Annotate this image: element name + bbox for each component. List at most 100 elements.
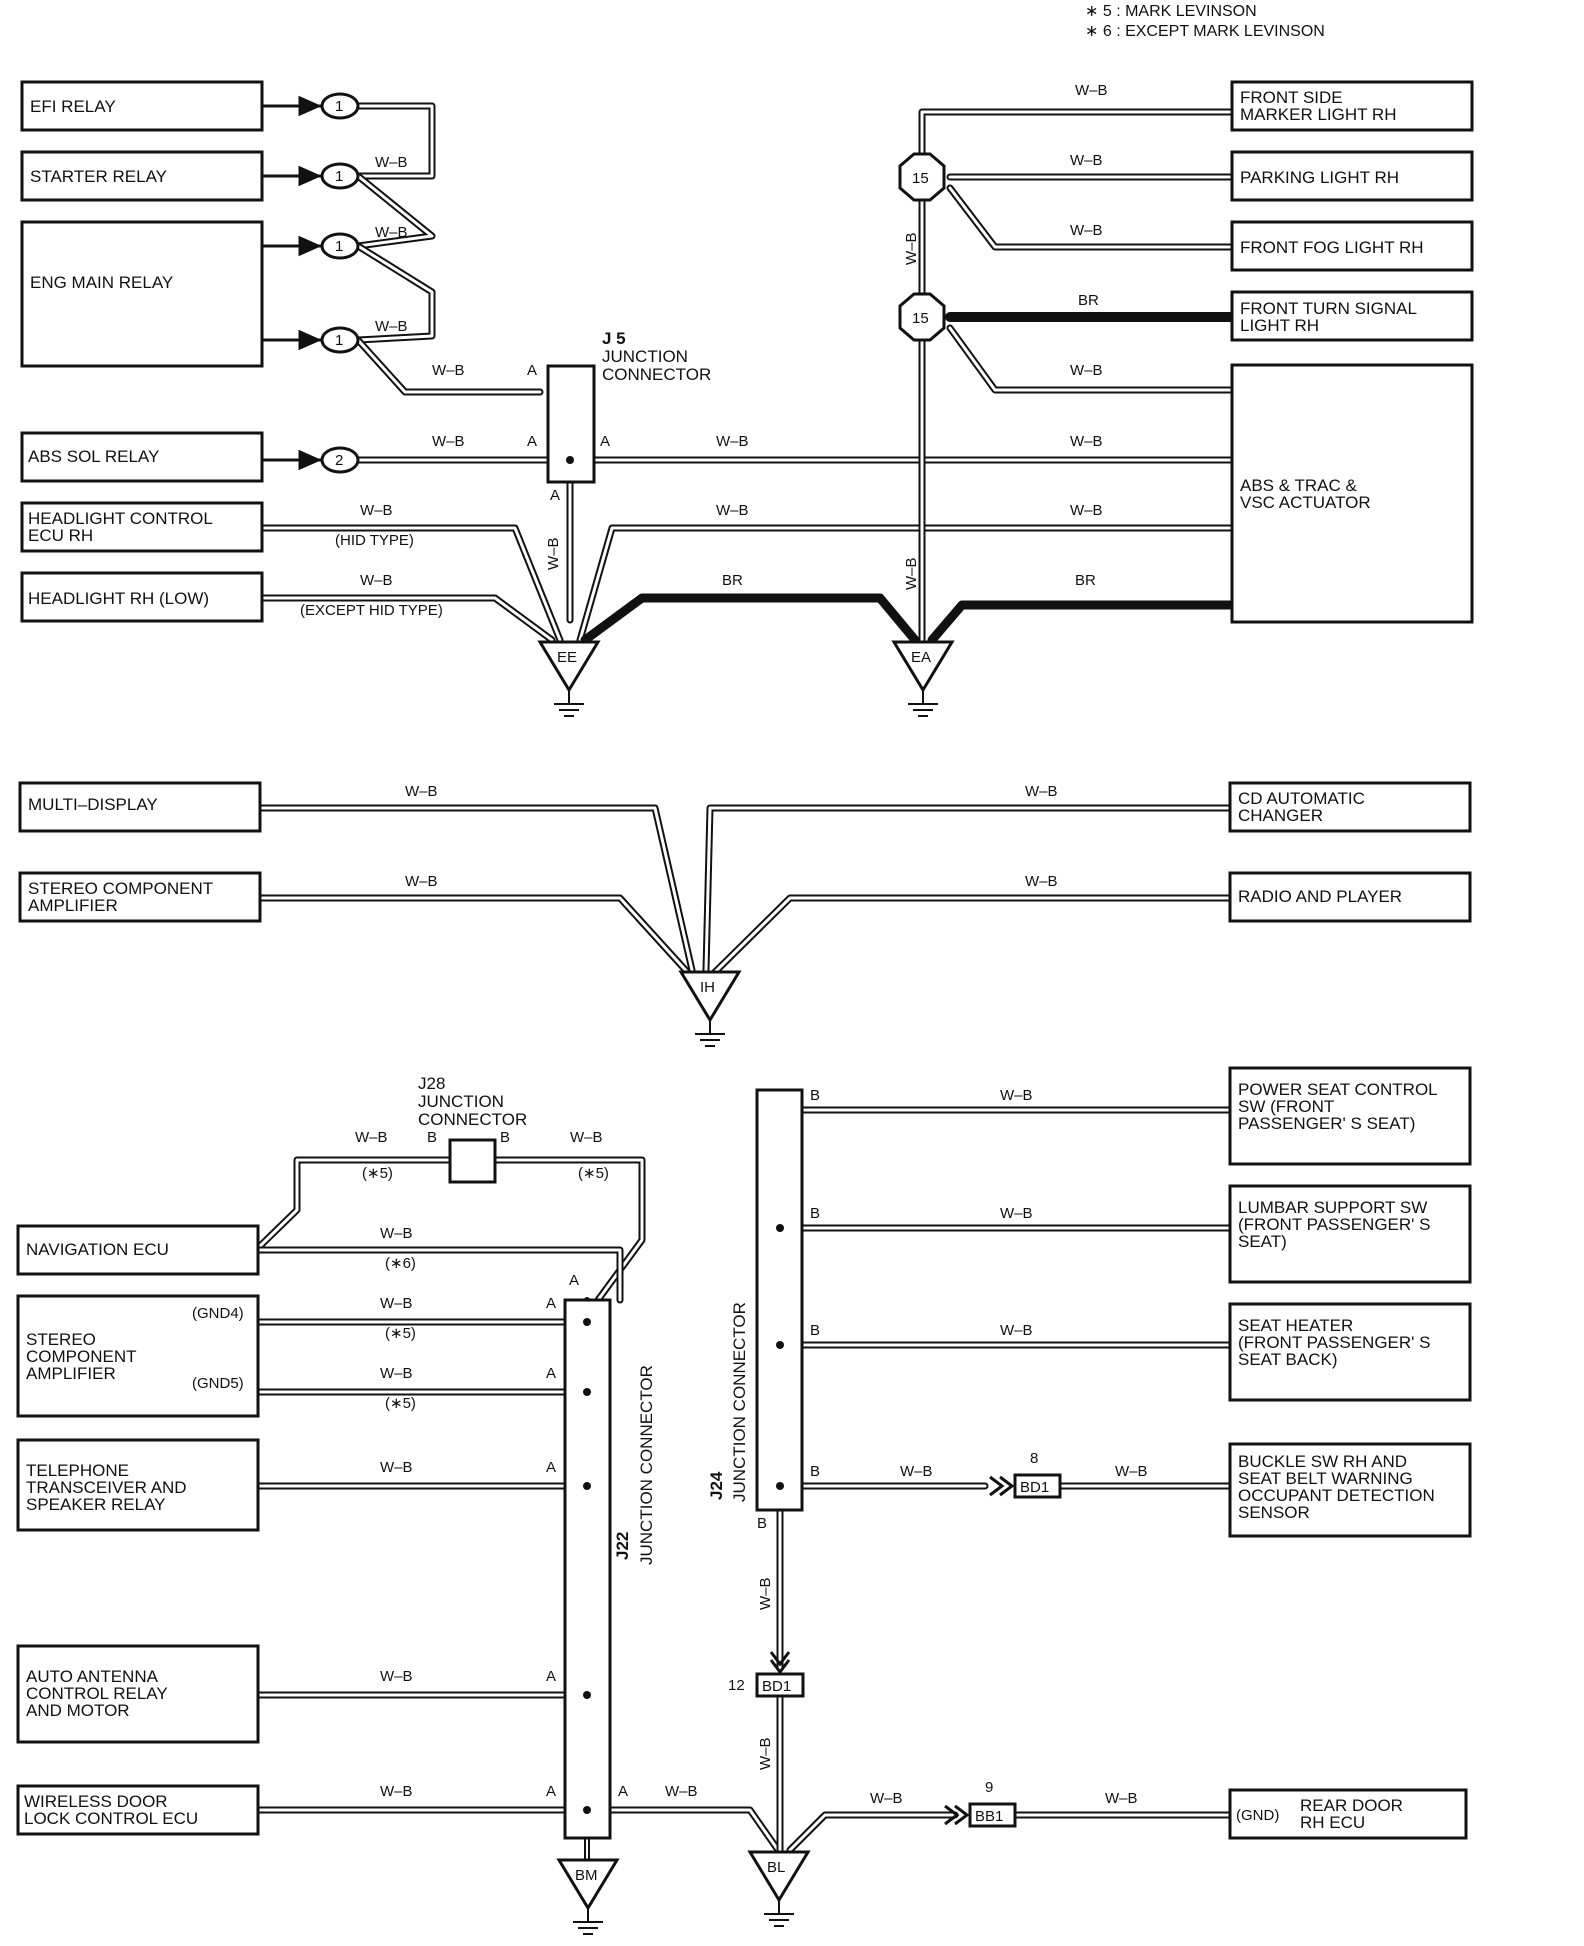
cd-changer-label-2: CHANGER bbox=[1238, 806, 1323, 825]
front-side-marker-label-1: FRONT SIDE bbox=[1240, 88, 1343, 107]
pin-label: A bbox=[600, 433, 610, 450]
stereo-amp-2-label-2: COMPONENT bbox=[26, 1347, 137, 1366]
headlight-control-label-1: HEADLIGHT CONTROL bbox=[28, 509, 213, 528]
pin-label: B bbox=[427, 1129, 437, 1146]
stereo-amp-1-label-1: STEREO COMPONENT bbox=[28, 879, 213, 898]
wire-label: W–B bbox=[545, 537, 562, 570]
pin-label: A bbox=[527, 433, 537, 450]
front-turn-box bbox=[1230, 290, 1474, 342]
wire-label: W–B bbox=[716, 502, 749, 519]
lumbar-label-3: SEAT) bbox=[1238, 1232, 1287, 1251]
cd-changer-box bbox=[1228, 781, 1472, 833]
conn-num-15a: 15 bbox=[912, 170, 929, 187]
telephone-label-3: SPEAKER RELAY bbox=[26, 1495, 166, 1514]
bb1-pin: 9 bbox=[985, 1779, 993, 1796]
parking-light-box bbox=[1230, 150, 1474, 202]
wire-label: W–B bbox=[1025, 783, 1058, 800]
bd1-connector-top bbox=[1013, 1473, 1062, 1499]
j22-label-name: J22 bbox=[613, 1532, 632, 1560]
wire-label: W–B bbox=[380, 1225, 413, 1242]
wire-label: W–B bbox=[1000, 1322, 1033, 1339]
wire-label: W–B bbox=[1075, 82, 1108, 99]
wire-label: W–B bbox=[1070, 433, 1103, 450]
note-except-hid: (EXCEPT HID TYPE) bbox=[300, 602, 443, 619]
power-seat-label-1: POWER SEAT CONTROL bbox=[1238, 1080, 1438, 1099]
wire-label: BR bbox=[1078, 292, 1099, 309]
starter-relay-label: STARTER RELAY bbox=[30, 167, 167, 186]
stereo-amp-2-label-1: STEREO bbox=[26, 1330, 96, 1349]
wire-label: W–B bbox=[1000, 1205, 1033, 1222]
bb1-name: BB1 bbox=[975, 1808, 1003, 1825]
buckle-sw-label-4: SENSOR bbox=[1238, 1503, 1310, 1522]
wire-label: W–B bbox=[380, 1365, 413, 1382]
auto-antenna-label-2: CONTROL RELAY bbox=[26, 1684, 168, 1703]
pin-label: A bbox=[618, 1783, 628, 1800]
wire-label: W–B bbox=[757, 1577, 774, 1610]
wire-label: W–B bbox=[1000, 1087, 1033, 1104]
abs-sol-relay-label: ABS SOL RELAY bbox=[28, 447, 159, 466]
note-gnd: (GND) bbox=[1236, 1807, 1279, 1824]
j24-label-1: JUNCTION CONNECTOR bbox=[730, 1302, 749, 1502]
conn-num-1d: 1 bbox=[335, 332, 343, 349]
j28-label-2: CONNECTOR bbox=[418, 1110, 527, 1129]
pin-label: B bbox=[810, 1087, 820, 1104]
header-note-5: ∗ 5 : MARK LEVINSON bbox=[1085, 3, 1257, 20]
bd1-top-pin: 8 bbox=[1030, 1450, 1038, 1467]
front-fog-label: FRONT FOG LIGHT RH bbox=[1240, 238, 1424, 257]
stereo-amp-2-box bbox=[16, 1294, 260, 1418]
ground-bl bbox=[747, 1850, 811, 1903]
wire-label: W–B bbox=[380, 1783, 413, 1800]
headlight-low-box bbox=[20, 571, 264, 623]
abs-trac-label-1: ABS & TRAC & bbox=[1240, 476, 1357, 495]
auto-antenna-box bbox=[16, 1644, 260, 1744]
wire-label: W–B bbox=[380, 1459, 413, 1476]
conn-num-1c: 1 bbox=[335, 238, 343, 255]
wire-label: W–B bbox=[665, 1783, 698, 1800]
buckle-sw-box bbox=[1228, 1442, 1472, 1538]
ground-label-ih: IH bbox=[700, 979, 715, 996]
wire-label: BR bbox=[1075, 572, 1096, 589]
wire-label: W–B bbox=[757, 1737, 774, 1770]
seat-heater-label-1: SEAT HEATER bbox=[1238, 1316, 1353, 1335]
ground-label-bm: BM bbox=[575, 1867, 598, 1884]
wire-label: W–B bbox=[432, 433, 465, 450]
eng-main-relay-label: ENG MAIN RELAY bbox=[30, 273, 173, 292]
wire-label: W–B bbox=[405, 873, 438, 890]
wire-label: W–B bbox=[1115, 1463, 1148, 1480]
wire-label: W–B bbox=[380, 1295, 413, 1312]
radio-player-box bbox=[1228, 871, 1472, 923]
pin-label: B bbox=[810, 1463, 820, 1480]
wireless-door-label-1: WIRELESS DOOR bbox=[24, 1792, 168, 1811]
wire-label: W–B bbox=[360, 572, 393, 589]
j24-label-name: J24 bbox=[707, 1471, 726, 1500]
telephone-label-1: TELEPHONE bbox=[26, 1461, 129, 1480]
front-turn-label-1: FRONT TURN SIGNAL bbox=[1240, 299, 1417, 318]
bd1-top-name: BD1 bbox=[1020, 1479, 1049, 1496]
wire-label: BR bbox=[722, 572, 743, 589]
pin-label: B bbox=[500, 1129, 510, 1146]
pin-label: B bbox=[810, 1205, 820, 1222]
wire-label: W–B bbox=[405, 783, 438, 800]
wire-label: W–B bbox=[1070, 502, 1103, 519]
bd1-mid-pin: 12 bbox=[728, 1677, 745, 1694]
j22-junction-block bbox=[563, 1298, 612, 1840]
front-turn-label-2: LIGHT RH bbox=[1240, 316, 1319, 335]
bd1-mid-name: BD1 bbox=[762, 1678, 791, 1695]
wire-label: W–B bbox=[360, 502, 393, 519]
conn-num-2: 2 bbox=[335, 452, 343, 469]
conn-num-15b: 15 bbox=[912, 310, 929, 327]
note-5: (∗5) bbox=[385, 1325, 416, 1342]
wire-label: W–B bbox=[900, 1463, 933, 1480]
parking-light-label: PARKING LIGHT RH bbox=[1240, 168, 1399, 187]
note-5: (∗5) bbox=[578, 1165, 609, 1182]
cd-changer-label-1: CD AUTOMATIC bbox=[1238, 789, 1365, 808]
rear-door-label-2: RH ECU bbox=[1300, 1813, 1365, 1832]
rear-door-box bbox=[1228, 1788, 1468, 1840]
lumbar-label-1: LUMBAR SUPPORT SW bbox=[1238, 1198, 1427, 1217]
j5-junction-block bbox=[546, 364, 596, 484]
note-gnd5: (GND5) bbox=[192, 1375, 244, 1392]
ground-ea bbox=[891, 640, 955, 693]
j28-junction-block bbox=[448, 1138, 497, 1184]
pin-label: A bbox=[546, 1668, 556, 1685]
ground-ih bbox=[678, 970, 742, 1023]
